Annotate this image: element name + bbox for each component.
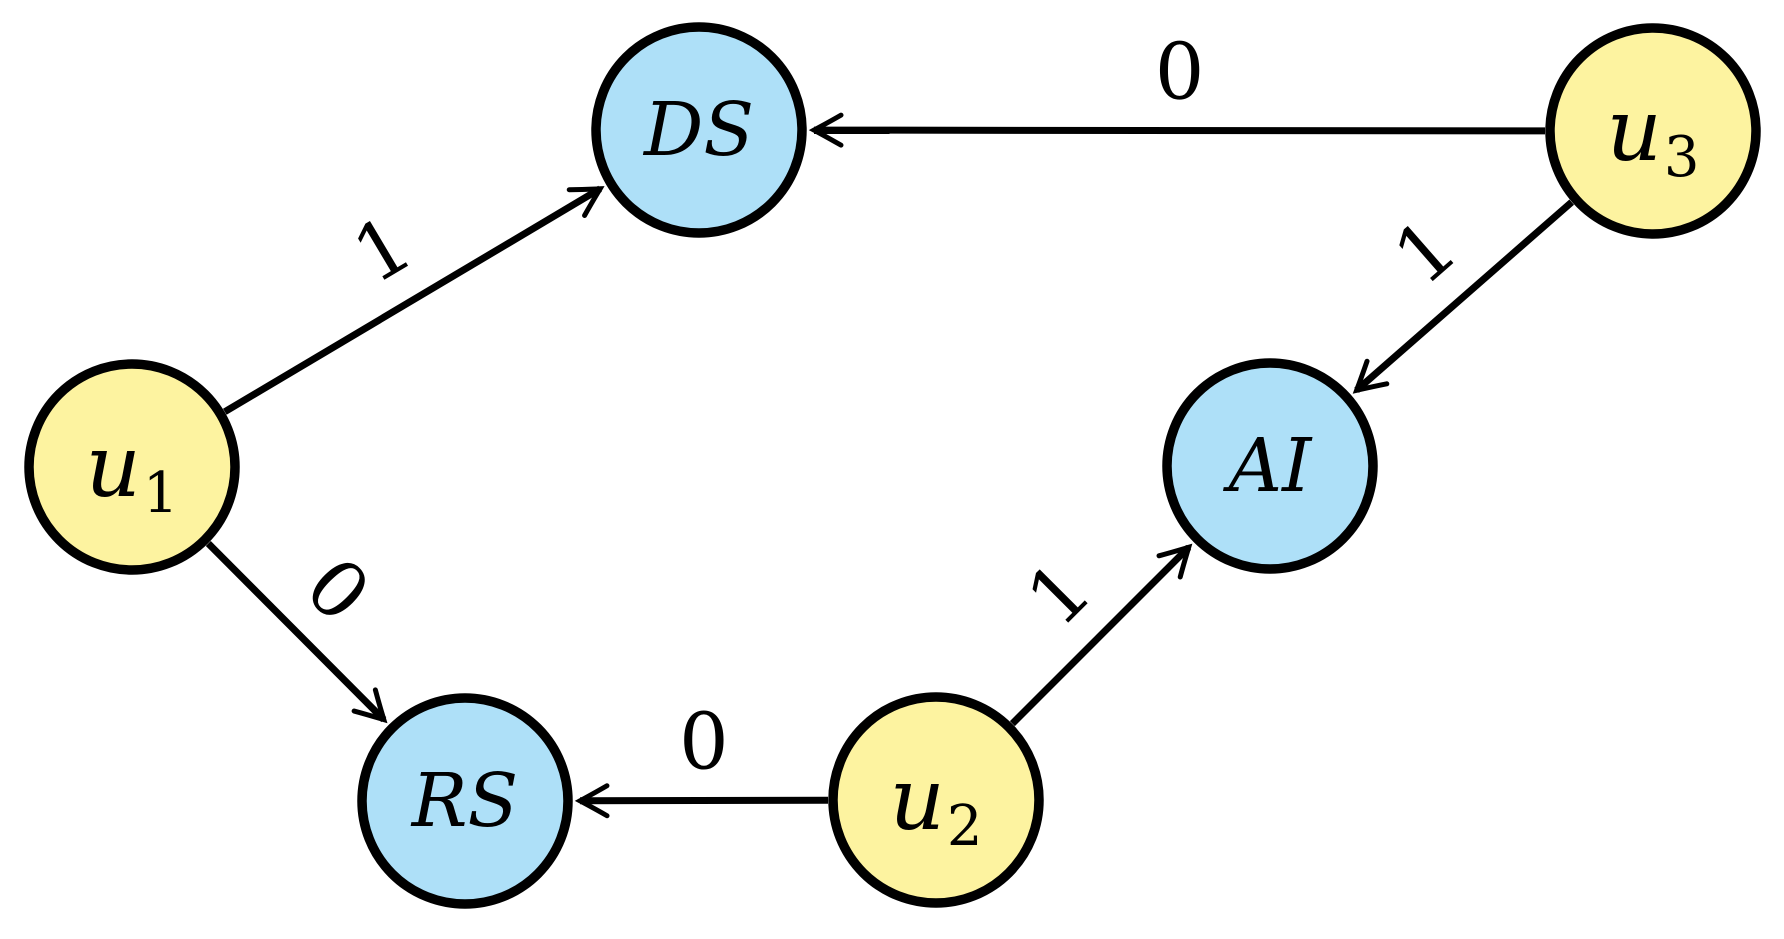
node-RS-label: RS (410, 758, 518, 844)
edge-u2-AI (1009, 543, 1193, 727)
edge-label-u1-RS: 0 (288, 541, 387, 640)
node-DS-label: DS (642, 87, 754, 173)
node-RS-circle (357, 693, 573, 909)
edge-label-u2-AI: 1 (1010, 545, 1109, 644)
edge-u2-RS (574, 783, 829, 819)
node-u2-circle (828, 692, 1044, 908)
edge-layer: 1 0 0 1 0 1 (205, 27, 1575, 819)
edge-u3-DS (808, 112, 1546, 148)
node-u3-circle (1545, 23, 1761, 239)
node-u1-circle (24, 359, 240, 575)
node-AI-circle (1162, 358, 1378, 574)
edge-u1-DS (223, 185, 605, 415)
node-u1-label: u1 (85, 417, 178, 526)
node-AI-label: AI (1223, 423, 1313, 509)
edge-u3-AI (1352, 199, 1575, 394)
node-DS-circle (591, 22, 807, 238)
edge-label-u1-DS: 1 (339, 199, 428, 302)
edge-label-u3-DS: 0 (1155, 27, 1205, 117)
edge-label-u3-AI: 1 (1378, 202, 1475, 302)
node-u3-label: u3 (1606, 81, 1699, 190)
node-u2-label: u2 (889, 750, 982, 859)
edge-u1-RS (205, 541, 388, 724)
edge-label-u2-RS: 0 (679, 697, 729, 787)
node-layer: u1 u2 u3 DS AI RS (24, 22, 1761, 909)
